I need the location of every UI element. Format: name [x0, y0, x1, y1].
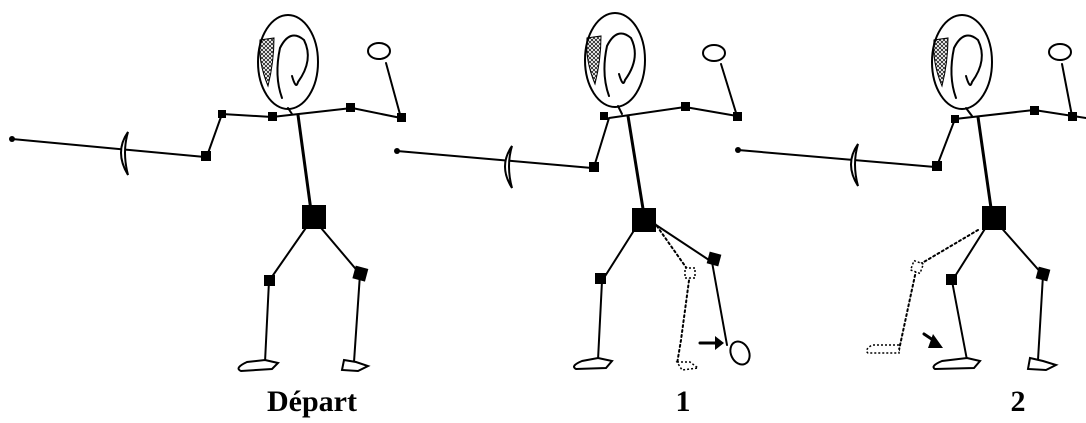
- fencer-head: [585, 13, 645, 114]
- sword: [9, 132, 205, 175]
- fencer-head: [932, 15, 992, 116]
- fencer-legs: [239, 222, 368, 371]
- sword: [735, 144, 935, 186]
- joints: [589, 102, 742, 284]
- caption-step2: 2: [1011, 385, 1026, 419]
- fencer-figure-step1: [394, 13, 753, 370]
- fencer-legs: [574, 221, 753, 369]
- sword: [394, 146, 592, 188]
- fencer-head: [258, 15, 318, 114]
- ghost-leg: [654, 222, 698, 370]
- fencer-figure-step2: [735, 15, 1086, 370]
- arrow-icon: [700, 336, 724, 350]
- fencer-torso: [298, 115, 312, 218]
- fencer-torso: [978, 117, 992, 215]
- fencer-figure-start: [9, 15, 406, 371]
- joints: [932, 106, 1077, 285]
- joints: [201, 103, 406, 286]
- arrow-icon: [924, 334, 943, 348]
- caption-start: Départ: [267, 385, 357, 419]
- caption-step1: 1: [676, 385, 691, 419]
- fencer-torso: [628, 116, 644, 215]
